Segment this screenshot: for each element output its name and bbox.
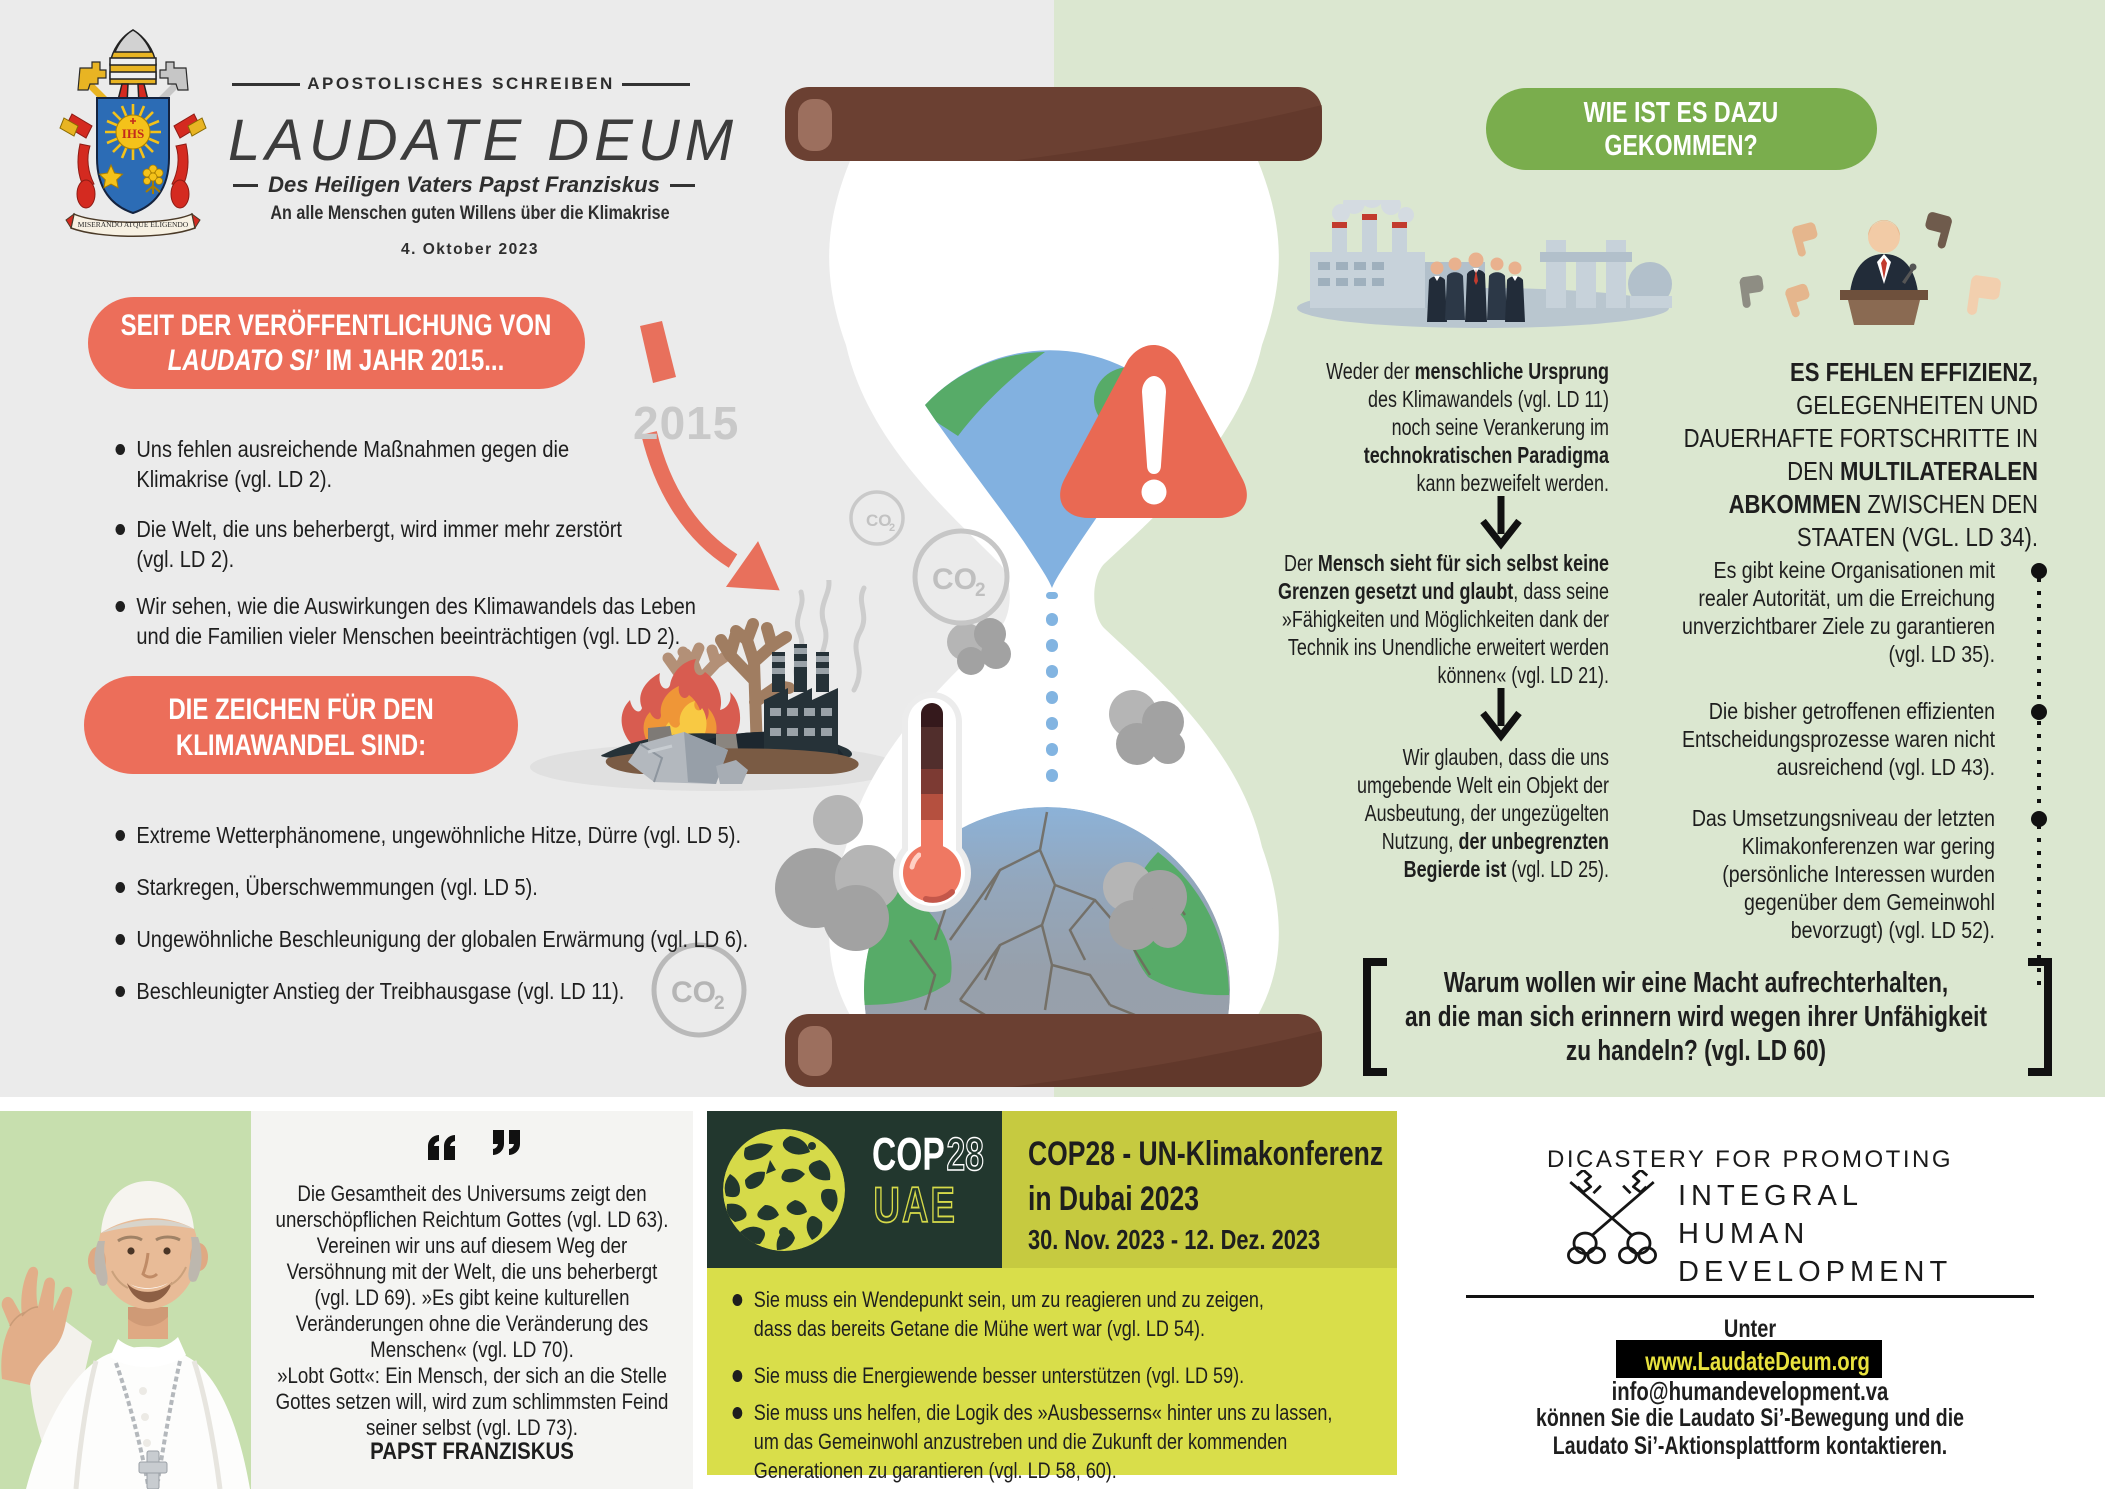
svg-text:2: 2: [714, 993, 725, 1014]
svg-text:UAE: UAE: [873, 1177, 957, 1233]
svg-text:CO: CO: [671, 976, 716, 1009]
svg-text:28: 28: [946, 1129, 983, 1180]
svg-text:COP: COP: [872, 1129, 945, 1180]
svg-text:CO: CO: [932, 563, 977, 596]
svg-text:CO: CO: [866, 511, 892, 530]
svg-text:2: 2: [975, 580, 986, 601]
svg-text:2: 2: [889, 522, 895, 534]
svg-text:MISERANDO ATQUE ELIGENDO: MISERANDO ATQUE ELIGENDO: [78, 220, 189, 229]
svg-text:IHS: IHS: [122, 126, 144, 141]
